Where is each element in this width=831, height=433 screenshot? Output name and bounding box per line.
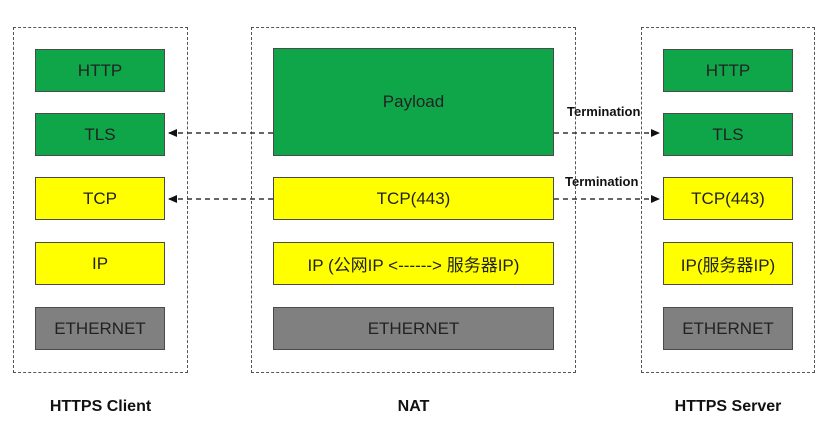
nat-caption: NAT	[397, 398, 430, 415]
tcp-termination-label: Termination	[565, 174, 639, 189]
server-ip-layer: IP(服务器IP)	[663, 242, 793, 285]
server-tls-layer: TLS	[663, 113, 793, 156]
client-group	[13, 27, 188, 373]
server-caption: HTTPS Server	[674, 398, 782, 415]
server-ethernet-layer: ETHERNET	[663, 307, 793, 350]
client-http-layer: HTTP	[35, 49, 165, 92]
server-tcp-layer: TCP(443)	[663, 177, 793, 220]
client-ip-layer: IP	[35, 242, 165, 285]
client-caption: HTTPS Client	[49, 398, 152, 415]
nat-group	[251, 27, 576, 373]
client-tcp-layer: TCP	[35, 177, 165, 220]
server-group	[641, 27, 815, 373]
nat-tcp-layer: TCP(443)	[273, 177, 554, 220]
client-tls-layer: TLS	[35, 113, 165, 156]
tls-termination-label: Termination	[567, 104, 641, 119]
nat-ip-layer: IP (公网IP <------> 服务器IP)	[273, 242, 554, 285]
client-ethernet-layer: ETHERNET	[35, 307, 165, 350]
nat-payload-block: Payload	[273, 48, 554, 156]
server-http-layer: HTTP	[663, 49, 793, 92]
nat-ethernet-layer: ETHERNET	[273, 307, 554, 350]
